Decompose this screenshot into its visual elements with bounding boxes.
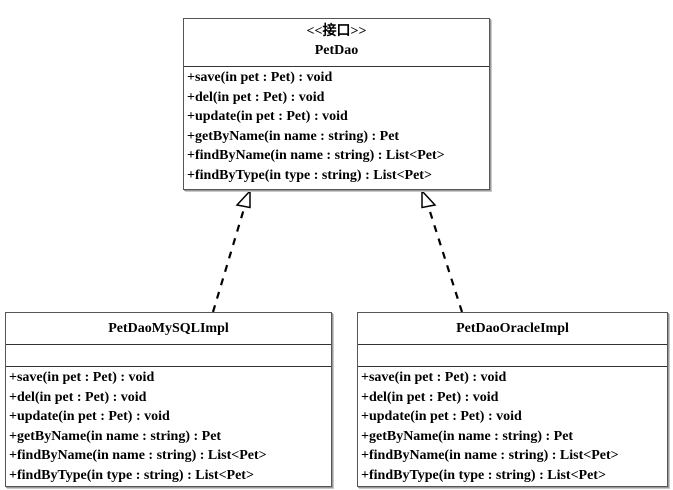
operation-row: +del(in pet : Pet) : void bbox=[361, 389, 499, 405]
operation-row: +getByName(in name : string) : Pet bbox=[9, 428, 222, 444]
class-attributes-oracle bbox=[358, 345, 667, 367]
operation-row: +del(in pet : Pet) : void bbox=[187, 89, 325, 105]
operation-row: +findByName(in name : string) : List<Pet… bbox=[9, 448, 267, 463]
operation-row: +save(in pet : Pet) : void bbox=[187, 70, 333, 85]
operation-row: +getByName(in name : string) : Pet bbox=[361, 428, 574, 444]
realization-oracle-arrowhead bbox=[421, 189, 437, 209]
operation-row: +findByName(in name : string) : List<Pet… bbox=[187, 148, 445, 163]
class-box-petdaomysqlimpl[interactable]: PetDaoMySQLImpl +save(in pet : Pet) : vo… bbox=[5, 312, 332, 487]
operation-row: +findByName(in name : string) : List<Pet… bbox=[361, 448, 619, 463]
class-box-petdaooracleimpl[interactable]: PetDaoOracleImpl +save(in pet : Pet) : v… bbox=[357, 312, 668, 487]
operation-row: +update(in pet : Pet) : void bbox=[361, 409, 522, 424]
class-operations-mysql: +save(in pet : Pet) : void +del(in pet :… bbox=[6, 367, 331, 487]
class-name: PetDaoMySQLImpl bbox=[108, 321, 229, 336]
operation-row: +update(in pet : Pet) : void bbox=[9, 409, 170, 424]
realization-mysql-arrowhead bbox=[235, 189, 251, 209]
class-attributes-mysql bbox=[6, 345, 331, 367]
operation-row: +update(in pet : Pet) : void bbox=[187, 109, 348, 124]
interface-name: PetDao bbox=[314, 43, 359, 58]
interface-box-petdao[interactable]: <<接口>> PetDao +save(in pet : Pet) : void… bbox=[183, 18, 490, 190]
operation-row: +getByName(in name : string) : Pet bbox=[187, 128, 400, 144]
operation-row: +findByType(in type : string) : List<Pet… bbox=[361, 467, 606, 483]
realization-oracle bbox=[421, 189, 464, 313]
class-header-oracle: PetDaoOracleImpl bbox=[358, 313, 667, 345]
realization-mysql-line bbox=[211, 206, 246, 313]
operation-row: +save(in pet : Pet) : void bbox=[9, 370, 155, 385]
class-name: PetDaoOracleImpl bbox=[456, 321, 569, 336]
class-operations-oracle: +save(in pet : Pet) : void +del(in pet :… bbox=[358, 367, 667, 487]
operation-row: +findByType(in type : string) : List<Pet… bbox=[187, 167, 432, 183]
operation-row: +save(in pet : Pet) : void bbox=[361, 370, 507, 385]
realization-oracle-line bbox=[427, 206, 464, 313]
interface-stereotype: <<接口>> bbox=[306, 24, 367, 39]
operation-row: +findByType(in type : string) : List<Pet… bbox=[9, 467, 254, 483]
realization-mysql bbox=[211, 189, 251, 313]
class-header-mysql: PetDaoMySQLImpl bbox=[6, 313, 331, 345]
interface-header: <<接口>> PetDao bbox=[184, 19, 489, 67]
interface-operations: +save(in pet : Pet) : void +del(in pet :… bbox=[184, 67, 489, 187]
operation-row: +del(in pet : Pet) : void bbox=[9, 389, 147, 405]
